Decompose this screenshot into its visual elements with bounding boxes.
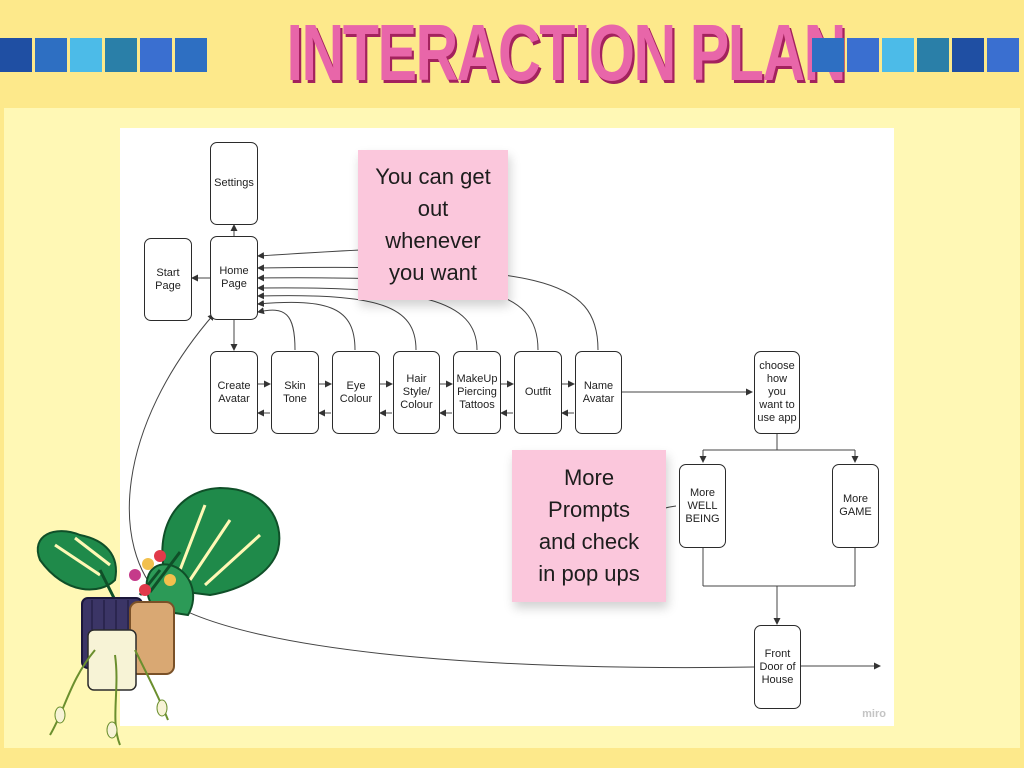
miro-watermark: miro bbox=[862, 708, 886, 720]
sticky-note-prompts: More Prompts and check in pop ups bbox=[512, 450, 666, 602]
node-choose-how-to-use-app: choose how you want to use app bbox=[754, 351, 800, 434]
node-hair-style-colour: Hair Style/ Colour bbox=[393, 351, 440, 434]
potted-plants-illustration bbox=[36, 486, 281, 746]
sticky-note-exit: You can get out whenever you want bbox=[358, 150, 508, 300]
right-stripe-decoration bbox=[812, 38, 1019, 72]
page-title: INTERACTION PLAN bbox=[286, 8, 847, 97]
node-more-wellbeing: More WELL BEING bbox=[679, 464, 726, 548]
node-name-avatar: Name Avatar bbox=[575, 351, 622, 434]
node-makeup-piercing-tattoos: MakeUp Piercing Tattoos bbox=[453, 351, 501, 434]
node-create-avatar: Create Avatar bbox=[210, 351, 258, 434]
node-skin-tone: Skin Tone bbox=[271, 351, 319, 434]
connector-lines bbox=[128, 224, 881, 670]
title-bar: INTERACTION PLAN bbox=[0, 0, 1024, 106]
node-home-page: Home Page bbox=[210, 236, 258, 320]
diagram-board: Settings Start Page Home Page Create Ava… bbox=[120, 128, 894, 726]
node-outfit: Outfit bbox=[514, 351, 562, 434]
node-settings: Settings bbox=[210, 142, 258, 225]
node-eye-colour: Eye Colour bbox=[332, 351, 380, 434]
node-start-page: Start Page bbox=[144, 238, 192, 321]
node-front-door-of-house: Front Door of House bbox=[754, 625, 801, 709]
left-stripe-decoration bbox=[0, 38, 207, 72]
node-more-game: More GAME bbox=[832, 464, 879, 548]
